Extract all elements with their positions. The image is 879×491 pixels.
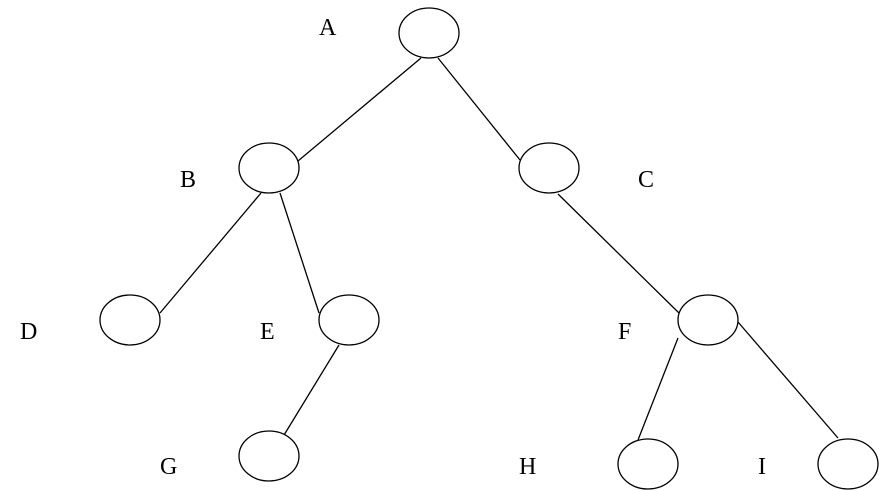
node-h [617,438,679,490]
node-d [99,294,161,346]
node-f [677,294,739,346]
node-i [817,438,879,490]
node-g [238,430,300,482]
node-label-c: C [638,167,654,193]
labels: A B C D E F G H I [20,15,766,480]
edge-b-d [159,192,262,314]
node-label-g: G [160,454,177,480]
edge-a-b [297,57,422,162]
node-e [318,294,380,346]
edge-a-c [437,57,521,161]
node-label-a: A [319,15,337,41]
edges [159,57,839,441]
edge-f-i [737,321,839,439]
node-label-b: B [180,167,196,193]
node-label-e: E [260,319,275,345]
edge-b-e [279,192,320,314]
edge-c-f [557,193,681,315]
node-c [518,142,580,194]
edge-f-h [637,337,679,441]
node-label-i: I [758,454,766,480]
node-label-d: D [20,319,37,345]
node-label-h: H [519,454,536,480]
node-b [238,142,300,194]
node-a [398,7,460,59]
node-label-f: F [618,319,631,345]
nodes [99,7,879,490]
edge-e-g [280,344,340,441]
